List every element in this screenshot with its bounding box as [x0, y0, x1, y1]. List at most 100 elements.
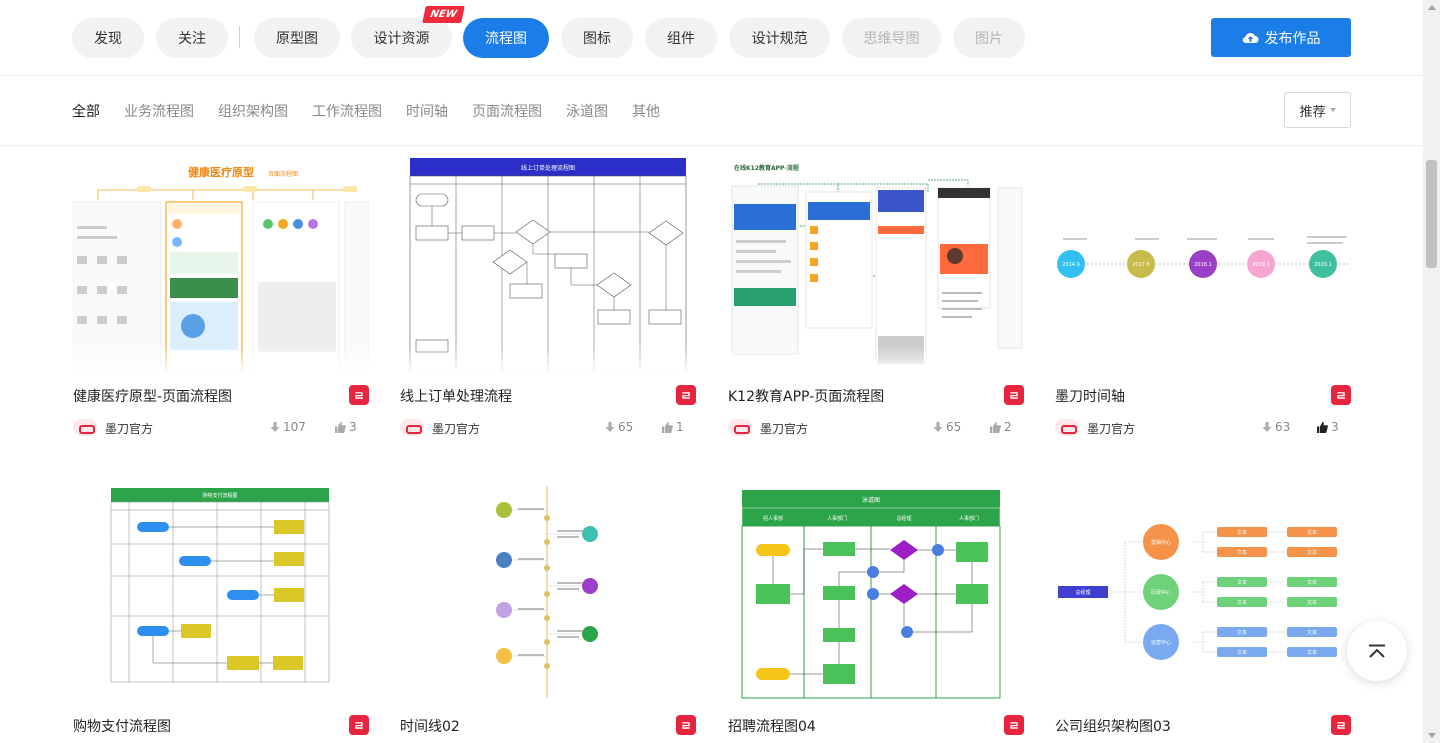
card-title[interactable]: 招聘流程图04: [728, 719, 816, 735]
filter-bar: 全部 业务流程图 组织架构图 工作流程图 时间轴 页面流程图 泳道图 其他 推荐: [0, 76, 1440, 146]
filter-page-flow[interactable]: 页面流程图: [472, 104, 542, 120]
svg-text:文本: 文本: [1307, 579, 1317, 586]
svg-text:文本: 文本: [1307, 599, 1317, 606]
author-avatar[interactable]: [400, 419, 424, 436]
card-thumbnail[interactable]: 泳道图 招人事部 人事部门 总经理 人事部门: [728, 484, 1024, 700]
download-icon: [1262, 421, 1272, 432]
card-thumbnail[interactable]: 在线K12教育APP-流程: [728, 156, 1024, 372]
tab-icons[interactable]: 图标: [561, 18, 633, 58]
brand-badge-icon: ㄹ: [676, 385, 696, 405]
author-name[interactable]: 墨刀官方: [105, 422, 154, 436]
org-root: 总经理: [1075, 589, 1090, 596]
tab-discover[interactable]: 发现: [72, 18, 144, 58]
author-avatar[interactable]: [728, 419, 752, 436]
thumbnail-image: 线上订单处理流程图: [400, 156, 696, 372]
tab-prototype[interactable]: 原型图: [254, 18, 340, 58]
timeline-node-label: 2017.6: [1132, 262, 1150, 268]
thumbs-up-icon: [1317, 421, 1328, 433]
author-avatar[interactable]: [1055, 419, 1079, 436]
tab-images[interactable]: 图片: [953, 18, 1025, 58]
download-number: 63: [1275, 420, 1291, 434]
like-number: 1: [676, 420, 684, 434]
back-to-top-button[interactable]: [1347, 621, 1407, 681]
scrollbar[interactable]: [1423, 0, 1440, 743]
new-badge: NEW: [422, 6, 465, 23]
filter-business-flow[interactable]: 业务流程图: [124, 104, 194, 120]
filter-org-chart[interactable]: 组织架构图: [218, 104, 288, 120]
card-meta: 墨刀官方 63 3: [1055, 419, 1351, 439]
sort-select[interactable]: 推荐: [1284, 92, 1351, 128]
cloud-upload-icon: [1242, 32, 1258, 44]
like-count[interactable]: 1: [662, 420, 684, 434]
tab-divider: [239, 26, 240, 48]
filter-other[interactable]: 其他: [632, 104, 660, 120]
card-meta: 墨刀官方 107 3: [73, 419, 369, 439]
svg-text:文本: 文本: [1307, 529, 1317, 536]
tab-design-resources[interactable]: 设计资源: [351, 18, 452, 58]
card-title[interactable]: K12教育APP-页面流程图: [728, 389, 885, 405]
card-title[interactable]: 购物支付流程图: [73, 719, 171, 735]
sort-selected-value: 推荐: [1299, 104, 1326, 120]
filter-work-flow[interactable]: 工作流程图: [312, 104, 382, 120]
filter-timeline[interactable]: 时间轴: [406, 104, 448, 120]
svg-text:文本: 文本: [1307, 629, 1317, 636]
thumbnail-image: 购物支付流程图: [73, 484, 369, 700]
card-thumbnail[interactable]: 总经理 营销中心 行政中心 运营中心: [1055, 484, 1351, 700]
thumbs-up-icon: [990, 421, 1001, 433]
download-count: 107: [270, 420, 306, 434]
tab-mindmap[interactable]: 思维导图: [842, 18, 941, 58]
like-count[interactable]: 3: [335, 420, 357, 434]
card-meta: 墨刀官方 65 1: [400, 419, 696, 439]
publish-button[interactable]: 发布作品: [1211, 18, 1351, 57]
thumb-title: 在线K12教育APP-流程: [734, 164, 799, 172]
filter-swimlane[interactable]: 泳道图: [566, 104, 608, 120]
author-name[interactable]: 墨刀官方: [1087, 422, 1136, 436]
brand-badge-icon: ㄹ: [349, 385, 369, 405]
tab-components[interactable]: 组件: [645, 18, 717, 58]
card-title[interactable]: 健康医疗原型-页面流程图: [73, 389, 233, 405]
download-number: 65: [618, 420, 634, 434]
thumb-subtitle: 页面流程图: [268, 170, 298, 178]
scrollbar-thumb[interactable]: [1426, 160, 1437, 268]
download-icon: [270, 421, 280, 432]
like-count[interactable]: 2: [990, 420, 1012, 434]
filter-all[interactable]: 全部: [72, 104, 100, 120]
card-thumbnail[interactable]: 2014.9 2017.6 2018.1 2019.1 2020.1: [1055, 156, 1351, 372]
tab-follow[interactable]: 关注: [156, 18, 228, 58]
card-title[interactable]: 线上订单处理流程: [400, 389, 512, 405]
card-thumbnail[interactable]: 线上订单处理流程图: [400, 156, 696, 372]
tab-flowchart[interactable]: 流程图: [463, 18, 549, 58]
svg-text:文本: 文本: [1237, 579, 1247, 586]
card-thumbnail[interactable]: 购物支付流程图: [73, 484, 369, 700]
author-name[interactable]: 墨刀官方: [432, 422, 481, 436]
chevron-down-icon: [1329, 108, 1336, 112]
card-title[interactable]: 公司组织架构图03: [1055, 719, 1171, 735]
card-thumbnail[interactable]: [400, 484, 696, 700]
author-avatar[interactable]: [73, 419, 97, 436]
brand-badge-icon: ㄹ: [1331, 715, 1351, 735]
download-number: 107: [283, 420, 306, 434]
timeline-node-label: 2019.1: [1252, 262, 1270, 268]
scroll-down-icon[interactable]: [1428, 733, 1436, 738]
timeline-node-label: 2018.1: [1194, 262, 1212, 268]
download-count: 65: [933, 420, 961, 434]
tab-design-spec[interactable]: 设计规范: [729, 18, 830, 58]
thumbnail-image: 总经理 营销中心 行政中心 运营中心: [1055, 484, 1351, 700]
timeline-node-label: 2020.1: [1314, 262, 1332, 268]
like-count[interactable]: 3: [1317, 420, 1339, 434]
card-title[interactable]: 墨刀时间轴: [1055, 389, 1125, 405]
thumb-title: 健康医疗原型: [188, 165, 254, 179]
brand-badge-icon: ㄹ: [1331, 385, 1351, 405]
card-thumbnail[interactable]: 健康医疗原型 页面流程图: [73, 156, 369, 372]
thumb-title: 泳道图: [862, 496, 880, 504]
svg-text:文本: 文本: [1237, 529, 1247, 536]
scroll-up-icon[interactable]: [1428, 5, 1436, 10]
download-number: 65: [946, 420, 962, 434]
download-icon: [933, 421, 943, 432]
author-name[interactable]: 墨刀官方: [760, 422, 809, 436]
card-title[interactable]: 时间线02: [400, 719, 460, 735]
back-to-top-icon: [1369, 644, 1385, 658]
lane-label: 人事部门: [827, 515, 847, 522]
lane-label: 人事部门: [959, 515, 979, 522]
like-number: 3: [1331, 420, 1339, 434]
